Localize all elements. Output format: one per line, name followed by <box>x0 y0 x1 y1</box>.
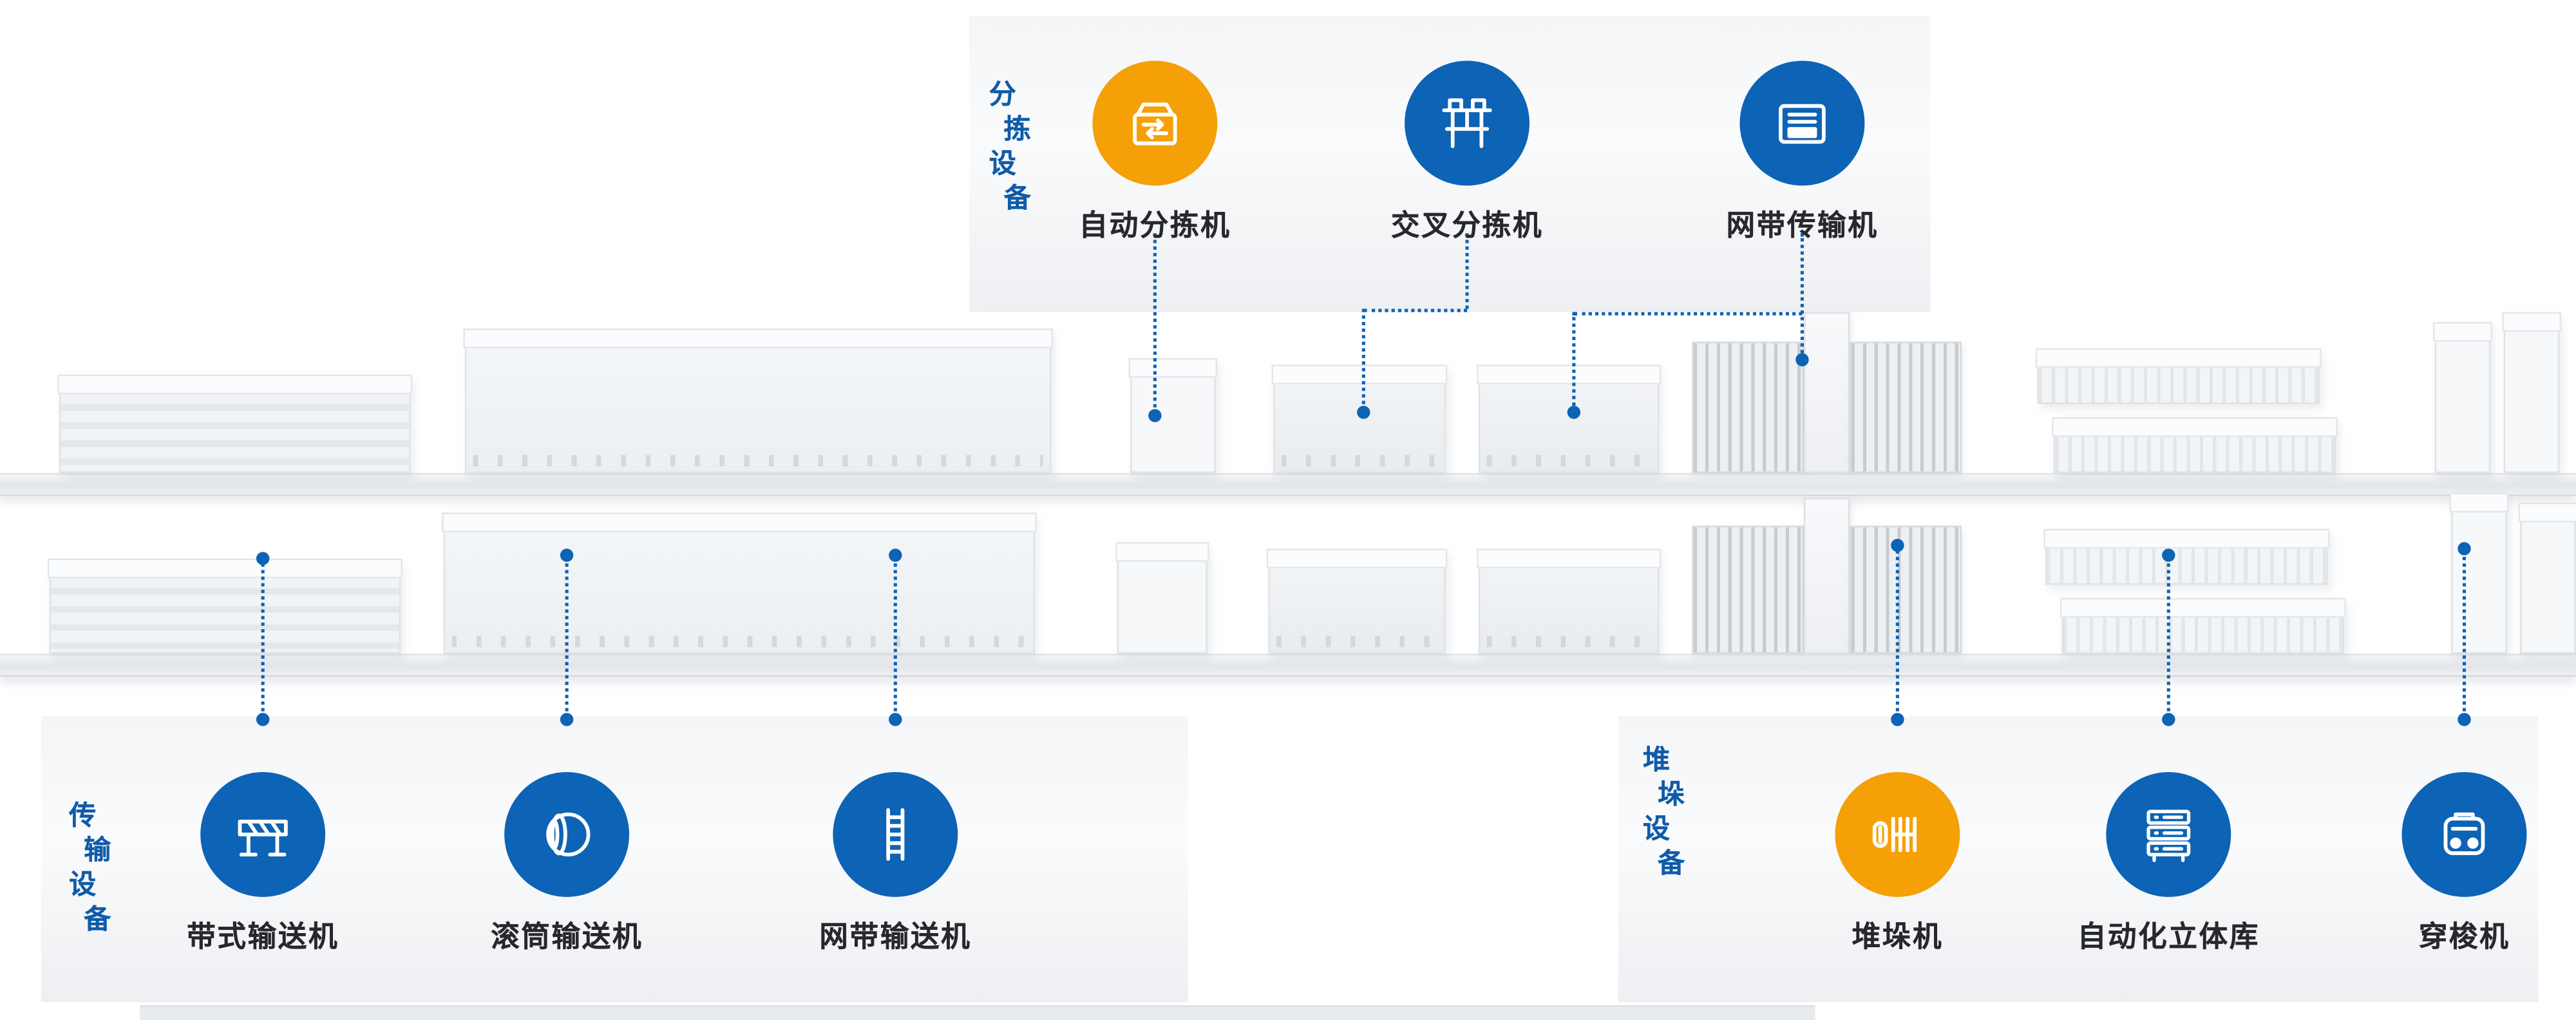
legend-item-shuttle: 穿梭机 <box>2325 771 2576 956</box>
leader-dot <box>1891 713 1904 726</box>
stacker-crane-badge <box>1835 771 1960 897</box>
auto-sorter-3d-upper <box>1128 358 1218 473</box>
belt-conveyor-icon <box>238 819 288 857</box>
leader-dot <box>1148 409 1162 422</box>
shuttle-badge <box>2401 771 2527 897</box>
leader-dot <box>1567 406 1581 419</box>
leader-dot <box>1891 538 1904 552</box>
leader-line <box>1800 233 1804 359</box>
legend-item-label: 穿梭机 <box>2418 920 2510 953</box>
asrs-3d-upper-a <box>2035 348 2322 404</box>
legend-item-label: 滚筒输送机 <box>491 920 643 953</box>
leader-line <box>1363 308 1468 312</box>
leader-line <box>893 555 897 718</box>
leader-line <box>2166 555 2170 718</box>
sorting-section-title: 分拣设备 <box>989 80 1031 214</box>
legend-item-roller-conveyor: 滚筒输送机 <box>427 771 706 956</box>
leader-line <box>1895 545 1899 718</box>
cross-sorter-icon <box>1442 98 1492 148</box>
mesh-belt-transfer-icon <box>1779 104 1826 144</box>
legend-item-automated-warehouse: 自动化立体库 <box>2029 771 2308 956</box>
stacker-3d-upper <box>1692 312 1964 473</box>
legend-item-label: 交叉分拣机 <box>1391 208 1544 241</box>
automated-warehouse-icon <box>2146 809 2191 862</box>
mesh-conveyor-badge <box>833 771 958 897</box>
shuttle-tower-3d-upper-b <box>2502 312 2562 473</box>
leader-line <box>1573 312 1803 316</box>
stacker-3d-lower <box>1692 497 1964 654</box>
leader-line <box>1572 312 1576 411</box>
legend-item-label: 自动分拣机 <box>1079 208 1231 241</box>
roller-conveyor-badge <box>504 771 630 897</box>
legend-item-auto-sorter: 自动分拣机 <box>1016 61 1295 245</box>
transport-section-title: 传输设备 <box>69 801 111 935</box>
legend-item-label: 网带输送机 <box>819 920 972 953</box>
leader-dot <box>2162 713 2175 726</box>
leader-dot <box>889 549 902 562</box>
cross-sorter-3d-upper-a <box>1271 364 1448 473</box>
legend-item-mesh-belt-transfer: 网带传输机 <box>1663 61 1942 245</box>
roller-conveyor-3d-upper <box>463 328 1054 473</box>
leader-dot <box>256 713 270 726</box>
leader-dot <box>1357 406 1370 419</box>
cross-sorter-badge <box>1405 61 1530 186</box>
conveyor-rail-upper <box>0 473 2576 496</box>
cross-sorter-3d-lower-a <box>1266 549 1448 654</box>
leader-dot <box>560 549 574 562</box>
leader-dot <box>256 552 270 565</box>
leader-line <box>2462 549 2467 718</box>
leader-dot <box>2458 713 2471 726</box>
cross-sorter-3d-lower-b <box>1477 549 1662 654</box>
shuttle-tower-3d-upper-a <box>2433 321 2492 473</box>
legend-item-label: 自动化立体库 <box>2077 920 2260 953</box>
legend-item-label: 堆垛机 <box>1852 920 1944 953</box>
leader-line <box>261 558 265 718</box>
leader-line <box>565 555 569 718</box>
leader-dot <box>1795 353 1809 366</box>
automated-warehouse-badge <box>2106 771 2231 897</box>
leader-dot <box>2162 549 2175 562</box>
belt-conveyor-3d-upper <box>57 374 413 473</box>
auto-sorter-icon <box>1133 102 1177 146</box>
roller-conveyor-icon <box>546 812 591 857</box>
asrs-3d-upper-b <box>2052 417 2338 473</box>
legend-item-belt-conveyor: 带式输送机 <box>123 771 402 956</box>
auto-sorter-badge <box>1092 61 1218 186</box>
shuttle-tower-3d-lower-a <box>2449 493 2509 654</box>
roller-conveyor-3d-lower <box>442 512 1037 654</box>
belt-conveyor-badge <box>200 771 326 897</box>
asrs-3d-lower-a <box>2043 529 2330 585</box>
stacker-crane-icon <box>1872 817 1917 853</box>
leader-dot <box>889 713 902 726</box>
asrs-3d-lower-b <box>2060 598 2346 654</box>
shuttle-icon <box>2443 812 2485 855</box>
leader-line <box>1361 308 1365 411</box>
stacking-section-title: 堆垛设备 <box>1643 746 1685 879</box>
conveyor-rail-lower <box>0 654 2576 677</box>
leader-line <box>1465 233 1469 309</box>
legend-item-stacker-crane: 堆垛机 <box>1758 771 2038 956</box>
leader-line <box>1153 233 1157 414</box>
leader-dot <box>2458 542 2471 556</box>
legend-item-label: 带式输送机 <box>187 920 339 953</box>
legend-item-cross-sorter: 交叉分拣机 <box>1327 61 1607 245</box>
mesh-belt-transfer-badge <box>1739 61 1865 186</box>
legend-item-label: 网带传输机 <box>1726 208 1879 241</box>
mesh-conveyor-icon <box>886 808 905 861</box>
legend-item-mesh-conveyor: 网带输送机 <box>755 771 1035 956</box>
belt-conveyor-3d-lower <box>47 558 402 654</box>
conveyor-rail-bottom-edge <box>139 1005 1815 1020</box>
stacking-panel <box>1618 716 2539 1003</box>
cross-sorter-3d-upper-b <box>1477 364 1662 473</box>
auto-sorter-3d-lower <box>1115 542 1209 654</box>
leader-dot <box>560 713 574 726</box>
shuttle-tower-3d-lower-b <box>2518 502 2576 654</box>
